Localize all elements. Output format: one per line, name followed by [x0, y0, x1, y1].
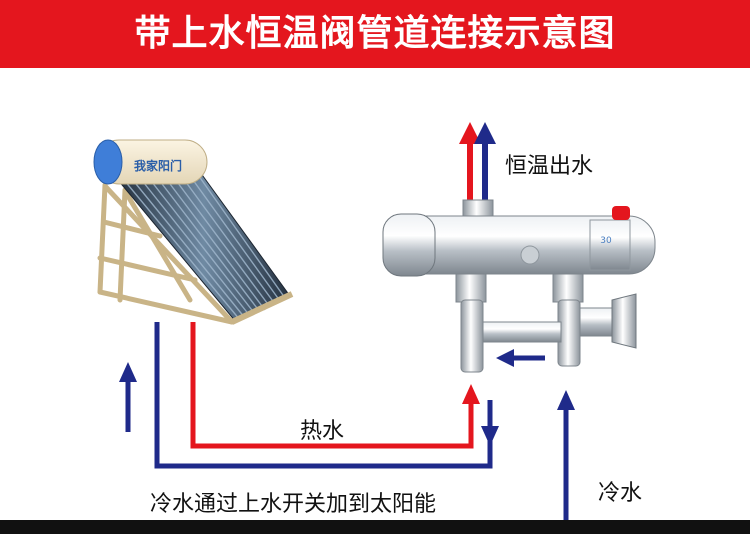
hot-inlet-fitting	[455, 273, 487, 303]
safety-button	[612, 206, 630, 220]
hot-inlet-elbow	[460, 299, 484, 373]
upflow-arrow-icon	[119, 362, 137, 432]
collector-bottom-rail	[230, 291, 294, 325]
temperature-scale	[589, 219, 631, 271]
thermostatic-valve: 30	[382, 199, 656, 373]
outlet-label: 恒温出水	[505, 154, 594, 179]
valve-scale-mark: 30	[600, 236, 612, 246]
cold-supply-pipe	[154, 322, 493, 469]
shutoff-valve-body	[579, 307, 615, 337]
cold-inlet-arrow-icon	[557, 390, 575, 410]
shutoff-valve-handle	[611, 293, 637, 349]
bottom-bar	[0, 520, 750, 534]
valve-emblem	[520, 245, 540, 265]
title-bar: 带上水恒温阀管道连接示意图	[0, 0, 750, 68]
cold-to-heater-arrow-icon	[481, 400, 499, 446]
heater-frame	[97, 182, 235, 325]
outlet-arrow-icon	[459, 122, 496, 200]
heater-brand-label: 我家阳门	[134, 158, 182, 173]
cold-water-label: 冷水	[598, 481, 643, 506]
hot-water-pipe	[190, 322, 474, 449]
diagram-title: 带上水恒温阀管道连接示意图	[134, 13, 616, 54]
temperature-handle	[382, 213, 436, 277]
branch-arrow-icon	[496, 349, 545, 367]
hot-water-label: 热水	[300, 419, 345, 444]
hot-inlet-arrow-icon	[462, 384, 480, 404]
cold-inlet-fitting	[552, 273, 584, 303]
branch-pipe	[482, 321, 562, 343]
vacuum-tubes	[123, 171, 286, 321]
solar-water-heater: 我家阳门	[93, 139, 294, 325]
bottom-note: 冷水通过上水开关加到太阳能	[150, 492, 437, 517]
tank-end-cap	[93, 139, 123, 185]
